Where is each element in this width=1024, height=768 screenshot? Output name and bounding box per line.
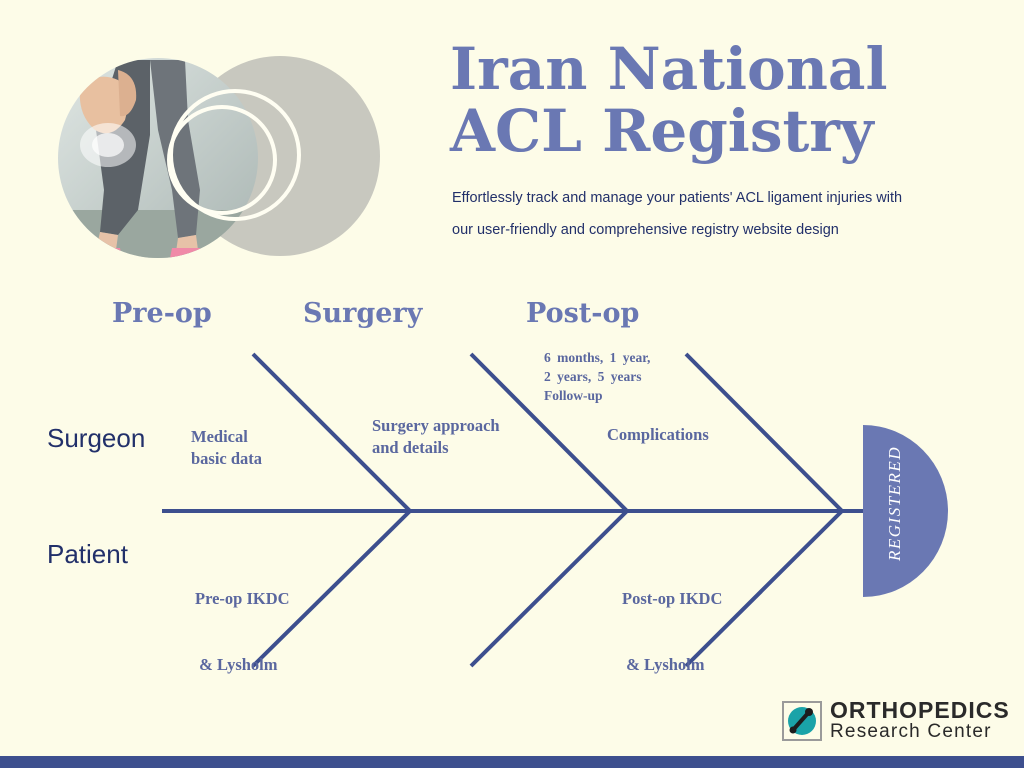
note-surgeon-postop: Complications	[607, 425, 709, 444]
phase-surgery: Surgery	[303, 298, 423, 329]
page-subtitle: Effortlessly track and manage your patie…	[452, 182, 972, 246]
title-line-2: ACL Registry	[450, 97, 874, 165]
orthopedics-logo-icon	[782, 701, 822, 741]
fish-head	[863, 425, 948, 597]
bottom-bar	[0, 756, 1024, 768]
bone-surgery-upper	[469, 352, 629, 513]
logo-subtitle: Research Center	[830, 721, 992, 742]
note-followup: 6 months, 1 year, 2 years, 5 years Follo…	[544, 350, 651, 403]
page-title: Iran National ACL Registry	[450, 38, 1010, 162]
bone-postop-lower	[684, 509, 844, 668]
title-line-1: Iran National	[450, 35, 888, 103]
bone-postop-upper	[684, 352, 844, 513]
bone-surgery-lower	[469, 509, 629, 668]
phase-preop: Pre-op	[112, 298, 212, 329]
note-patient-preop: Pre-op IKDC & Lysholm	[195, 589, 290, 674]
subtitle-line-1: Effortlessly track and manage your patie…	[452, 190, 903, 206]
note-surgeon-preop: Medical basic data	[191, 427, 263, 468]
bone-preop-lower	[251, 509, 412, 668]
role-surgeon: Surgeon	[47, 423, 146, 453]
role-patient: Patient	[47, 539, 128, 569]
ring-inner	[167, 105, 277, 215]
subtitle-line-2: our user-friendly and comprehensive regi…	[452, 222, 839, 238]
bone-preop-upper	[251, 352, 412, 513]
note-patient-postop: Post-op IKDC & Lysholm	[622, 589, 723, 674]
hero-image	[58, 56, 380, 258]
registered-label: REGISTERED	[885, 445, 904, 561]
logo-title: ORTHOPEDICS	[830, 697, 1010, 723]
note-surgeon-surgery: Surgery approach and details	[372, 416, 500, 457]
phase-postop: Post-op	[526, 298, 640, 329]
